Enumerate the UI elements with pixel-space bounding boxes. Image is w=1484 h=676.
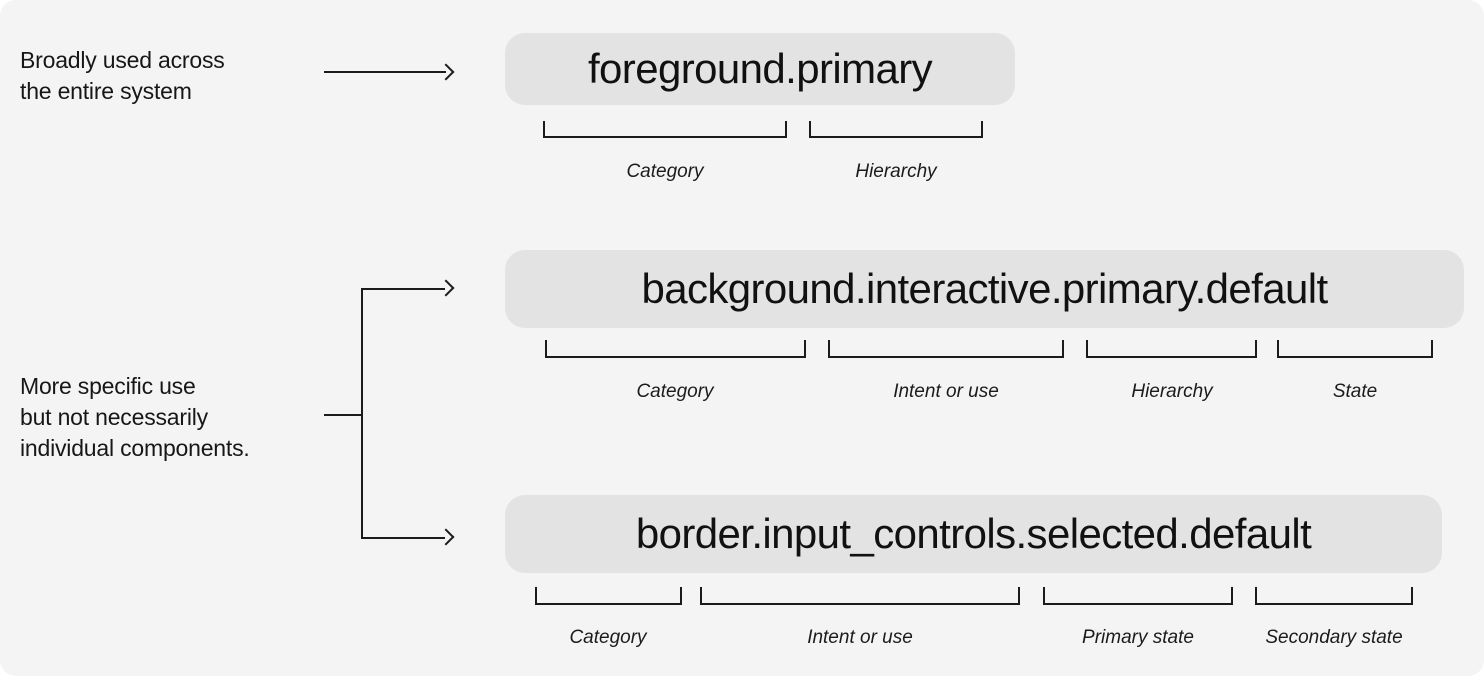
- arrow-line-broad: [324, 71, 446, 73]
- annotation-line: but not necessarily: [20, 404, 208, 430]
- segment-label-intent-or-use: Intent or use: [807, 627, 913, 648]
- bracket-hierarchy: [809, 121, 983, 138]
- bracket-secondary-state: [1255, 587, 1413, 605]
- token-name: foreground.primary: [587, 45, 933, 92]
- connector-vertical: [361, 289, 363, 539]
- arrow-head-branch-bottom-icon: [437, 528, 455, 546]
- bracket-category: [543, 121, 787, 138]
- annotation-line: individual components.: [20, 435, 250, 461]
- token-name: border.input_controls.selected.default: [635, 510, 1312, 557]
- bracket-state: [1277, 340, 1433, 358]
- annotation-broadly-used: Broadly used across the entire system: [20, 45, 225, 107]
- bracket-hierarchy: [1086, 340, 1257, 358]
- annotation-line: Broadly used across: [20, 47, 225, 73]
- segment-label-hierarchy: Hierarchy: [855, 161, 937, 182]
- segment-label-secondary-state: Secondary state: [1265, 627, 1403, 648]
- token-name: background.interactive.primary.default: [641, 265, 1328, 312]
- annotation-more-specific: More specific use but not necessarily in…: [20, 371, 250, 464]
- arrow-head-broad-icon: [437, 63, 455, 81]
- arrow-line-branch-top: [361, 288, 445, 290]
- token-pill-border-input-controls: border.input_controls.selected.default: [505, 495, 1442, 573]
- segment-label-category: Category: [636, 381, 714, 402]
- segment-label-category: Category: [626, 161, 704, 182]
- token-pill-background-interactive: background.interactive.primary.default: [505, 250, 1464, 328]
- annotation-line: the entire system: [20, 78, 192, 104]
- arrow-line-branch-bottom: [361, 537, 445, 539]
- bracket-category: [545, 340, 806, 358]
- token-pill-foreground-primary: foreground.primary: [505, 33, 1015, 105]
- segment-label-primary-state: Primary state: [1082, 627, 1194, 648]
- bracket-primary-state: [1043, 587, 1233, 605]
- bracket-intent-or-use: [828, 340, 1064, 358]
- segment-label-hierarchy: Hierarchy: [1131, 381, 1213, 402]
- annotation-line: More specific use: [20, 373, 196, 399]
- segment-label-intent-or-use: Intent or use: [893, 381, 999, 402]
- arrow-head-branch-top-icon: [437, 279, 455, 297]
- connector-stub: [324, 414, 362, 416]
- segment-label-state: State: [1332, 381, 1378, 402]
- bracket-intent-or-use: [700, 587, 1020, 605]
- segment-label-category: Category: [569, 627, 647, 648]
- bracket-category: [535, 587, 682, 605]
